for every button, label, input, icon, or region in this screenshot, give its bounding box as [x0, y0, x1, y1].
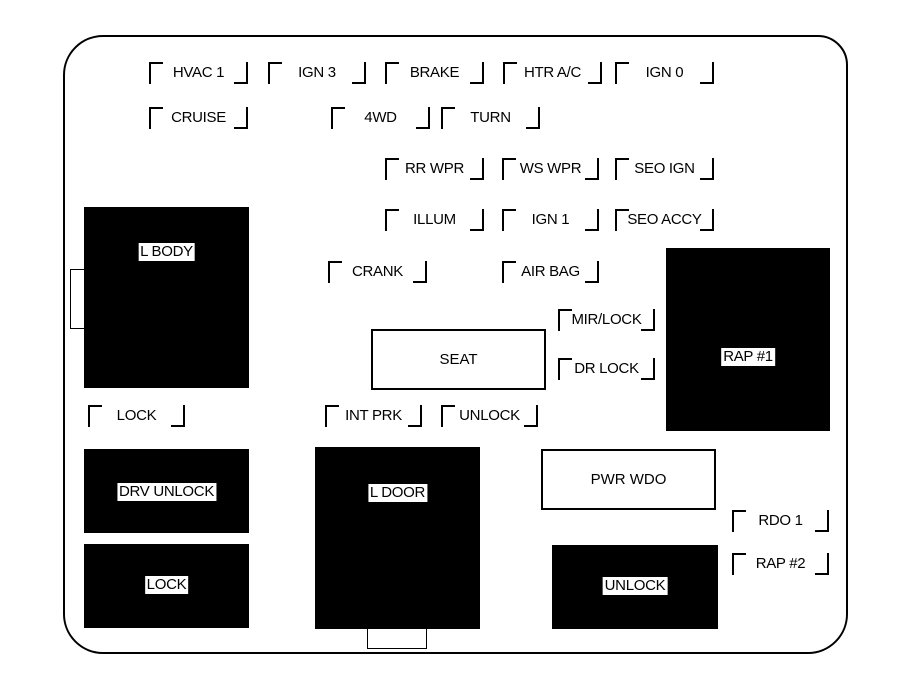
fuse-lock[interactable]: LOCK — [88, 405, 185, 427]
fuse-label: TURN — [470, 109, 511, 126]
fuse-label: CRANK — [351, 263, 403, 280]
relay-lock[interactable]: LOCK — [84, 544, 249, 628]
fuse-unlock[interactable]: UNLOCK — [441, 405, 538, 427]
relay-label: UNLOCK — [602, 577, 668, 595]
fuse-rr-wpr[interactable]: RR WPR — [385, 158, 484, 180]
fuse-label: UNLOCK — [459, 407, 520, 424]
fuse-label: IGN 1 — [531, 211, 570, 228]
breaker-pwr-wdo[interactable]: PWR WDO — [541, 449, 716, 510]
fuse-4wd[interactable]: 4WD — [331, 107, 430, 129]
fuse-rdo1[interactable]: RDO 1 — [732, 510, 829, 532]
connector-tab — [367, 628, 427, 649]
fuse-label: IGN 0 — [645, 64, 684, 81]
fuse-ign1[interactable]: IGN 1 — [502, 209, 599, 231]
fuse-seo-ign[interactable]: SEO IGN — [615, 158, 714, 180]
fuse-ws-wpr[interactable]: WS WPR — [502, 158, 599, 180]
fuse-illum[interactable]: ILLUM — [385, 209, 484, 231]
fuse-ign3[interactable]: IGN 3 — [268, 62, 366, 84]
fuse-ign0[interactable]: IGN 0 — [615, 62, 714, 84]
fuse-label: RDO 1 — [758, 512, 803, 529]
fuse-label: HVAC 1 — [172, 64, 225, 81]
fuse-label: RAP #2 — [755, 555, 806, 572]
fuse-label: IGN 3 — [298, 64, 336, 81]
fuse-label: RR WPR — [404, 160, 465, 177]
fuse-label: BRAKE — [409, 64, 460, 81]
fuse-label: SEO ACCY — [627, 211, 702, 228]
fuse-hvac1[interactable]: HVAC 1 — [149, 62, 248, 84]
fuse-htr-ac[interactable]: HTR A/C — [503, 62, 602, 84]
fuse-label: MIR/LOCK — [571, 311, 642, 328]
fuse-label: ILLUM — [413, 211, 456, 228]
breaker-label: PWR WDO — [590, 471, 667, 488]
fuse-crank[interactable]: CRANK — [328, 261, 427, 283]
fuse-cruise[interactable]: CRUISE — [149, 107, 248, 129]
relay-label: LOCK — [144, 576, 189, 594]
relay-l-body[interactable]: L BODY — [84, 207, 249, 388]
fuse-label: DR LOCK — [574, 360, 639, 377]
fuse-label: LOCK — [116, 407, 157, 424]
relay-label: DRV UNLOCK — [116, 483, 217, 501]
fuse-brake[interactable]: BRAKE — [385, 62, 484, 84]
fuse-dr-lock[interactable]: DR LOCK — [558, 358, 655, 380]
fuse-rap2[interactable]: RAP #2 — [732, 553, 829, 575]
relay-label: RAP #1 — [721, 348, 775, 366]
relay-drv-unlock[interactable]: DRV UNLOCK — [84, 449, 249, 533]
fuse-mir-lock[interactable]: MIR/LOCK — [558, 309, 655, 331]
fuse-label: INT PRK — [345, 407, 402, 424]
breaker-label: SEAT — [439, 351, 478, 368]
fuse-label: SEO IGN — [634, 160, 695, 177]
fuse-seo-accy[interactable]: SEO ACCY — [615, 209, 714, 231]
relay-label: L BODY — [138, 243, 195, 261]
relay-unlock[interactable]: UNLOCK — [552, 545, 718, 629]
fuse-label: WS WPR — [519, 160, 582, 177]
fuse-label: HTR A/C — [523, 64, 582, 81]
fuse-turn[interactable]: TURN — [441, 107, 540, 129]
fuse-label: 4WD — [364, 109, 397, 126]
fuse-label: CRUISE — [171, 109, 226, 126]
breaker-seat[interactable]: SEAT — [371, 329, 546, 390]
relay-label: L DOOR — [367, 484, 428, 502]
fuse-label: AIR BAG — [521, 263, 580, 280]
fuse-air-bag[interactable]: AIR BAG — [502, 261, 599, 283]
relay-l-door[interactable]: L DOOR — [315, 447, 480, 629]
relay-rap1[interactable]: RAP #1 — [666, 248, 830, 431]
fuse-int-prk[interactable]: INT PRK — [325, 405, 422, 427]
